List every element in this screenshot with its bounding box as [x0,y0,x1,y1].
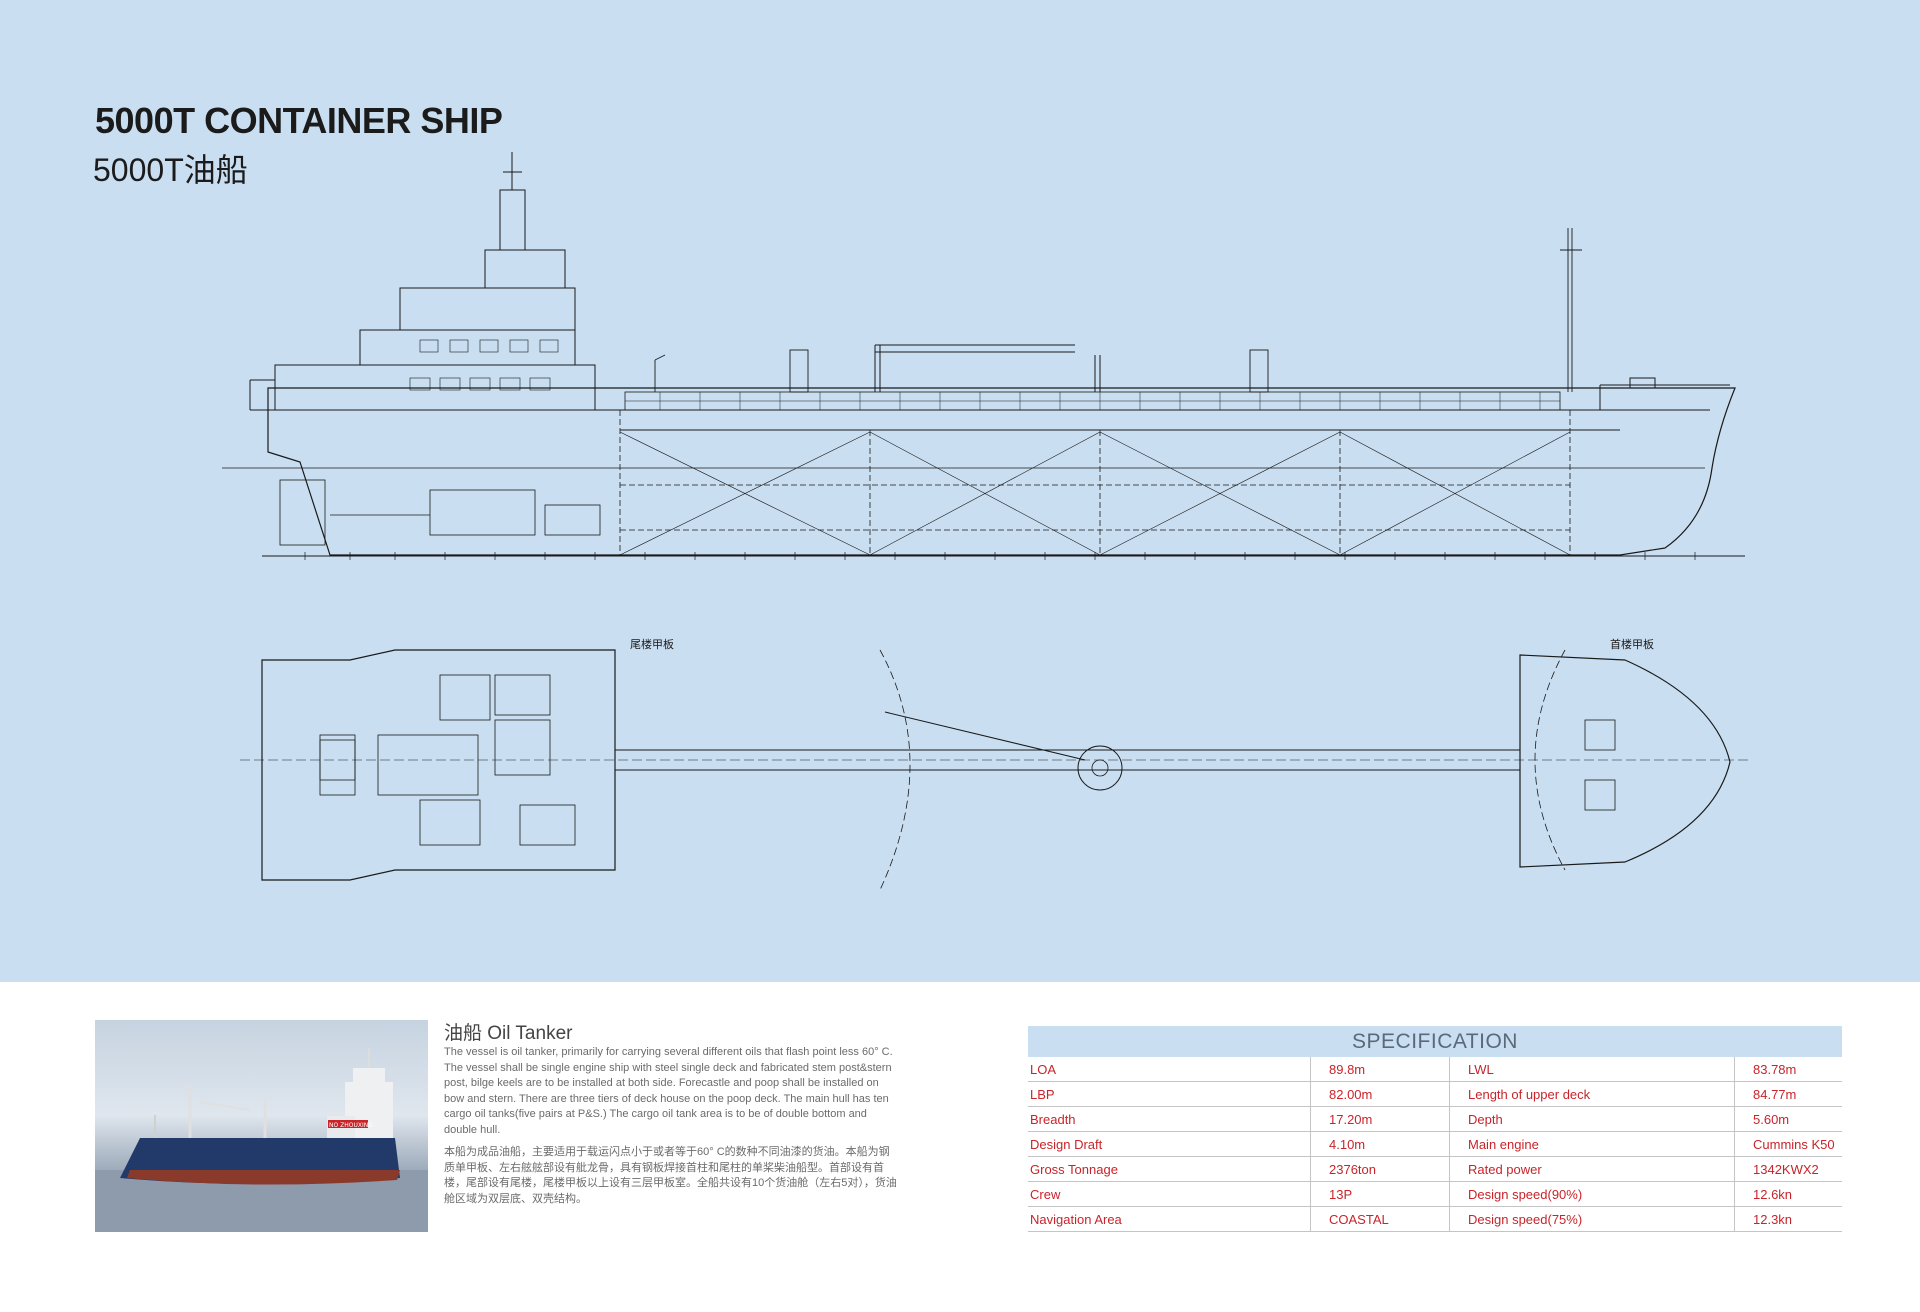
spec-label: LOA [1028,1057,1311,1082]
description-title: 油船 Oil Tanker [444,1023,573,1044]
profile-view [222,152,1745,560]
spec-label: LBP [1028,1081,1311,1107]
spec-label: Gross Tonnage [1028,1156,1311,1182]
spec-value: 12.3kn [1734,1206,1842,1232]
fwd-deck-label: 首楼甲板 [1610,637,1654,651]
spec-value: 4.10m [1310,1131,1450,1157]
spec-value: 17.20m [1310,1106,1450,1132]
page-title: 5000T CONTAINER SHIP [95,100,503,141]
hull-name: NO ZHOUXING [329,1122,373,1129]
specification-table: SPECIFICATION LOA 89.8m LWL 83.78m LBP 8… [1028,1026,1842,1232]
spec-row: Navigation Area COASTAL Design speed(75%… [1028,1206,1842,1232]
drawing-background [0,0,1920,982]
ship-drawing: 尾楼甲板 首楼甲板 [222,152,1750,891]
spec-value: 82.00m [1310,1081,1450,1107]
spec-value: 83.78m [1734,1057,1842,1082]
spec-label: Crew [1028,1181,1311,1207]
spec-row: Design Draft 4.10m Main engine Cummins K… [1028,1131,1842,1157]
spec-row: LBP 82.00m Length of upper deck 84.77m [1028,1081,1842,1107]
spec-value: 12.6kn [1734,1181,1842,1207]
plan-view [240,649,1750,891]
spec-label: Design speed(75%) [1449,1206,1735,1232]
spec-label: Navigation Area [1028,1206,1311,1232]
spec-row: LOA 89.8m LWL 83.78m [1028,1057,1842,1082]
specification-heading: SPECIFICATION [1028,1026,1842,1057]
spec-label: Length of upper deck [1449,1081,1735,1107]
spec-label: Design Draft [1028,1131,1311,1157]
page-subtitle: 5000T油船 [93,152,248,188]
spec-label: Main engine [1449,1131,1735,1157]
spec-value: 5.60m [1734,1106,1842,1132]
ship-photo: NO ZHOUXING [95,1020,428,1232]
spec-value: COASTAL [1310,1206,1450,1232]
spec-value: 1342KWX2 [1734,1156,1842,1182]
spec-value: 89.8m [1310,1057,1450,1082]
spec-value: 2376ton [1310,1156,1450,1182]
description-text-en: The vessel is oil tanker, primarily for … [444,1046,893,1136]
spec-value: Cummins K50 [1734,1131,1842,1157]
spec-label: Depth [1449,1106,1735,1132]
spec-label: Rated power [1449,1156,1735,1182]
aft-deck-label: 尾楼甲板 [630,637,674,651]
spec-label: Breadth [1028,1106,1311,1132]
ship-photo-image: NO ZHOUXING [95,1048,428,1232]
spec-value: 84.77m [1734,1081,1842,1107]
spec-label: LWL [1449,1057,1735,1082]
spec-row: Crew 13P Design speed(90%) 12.6kn [1028,1181,1842,1207]
spec-rows: LOA 89.8m LWL 83.78m LBP 82.00m Length o… [1028,1057,1842,1232]
spec-row: Gross Tonnage 2376ton Rated power 1342KW… [1028,1156,1842,1182]
spec-value: 13P [1310,1181,1450,1207]
spec-label: Design speed(90%) [1449,1181,1735,1207]
spec-row: Breadth 17.20m Depth 5.60m [1028,1106,1842,1132]
description-text-cn: 本船为成品油船，主要适用于载运闪点小于或者等于60° C的数种不同油漆的货油。本… [444,1146,897,1205]
